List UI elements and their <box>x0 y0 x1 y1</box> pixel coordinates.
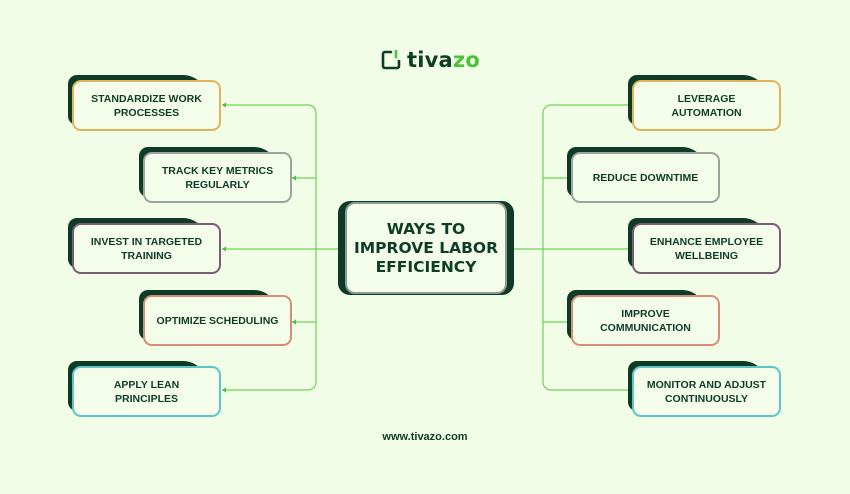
left-node-apply-lean: APPLY LEAN PRINCIPLES <box>68 361 221 417</box>
right-node-leverage-automation: LEVERAGE AUTOMATION <box>628 75 781 131</box>
footer-url: www.tivazo.com <box>382 431 468 443</box>
left-node-invest-training: INVEST IN TARGETED TRAINING <box>68 218 221 274</box>
right-node-reduce-downtime: REDUCE DOWNTIME <box>567 147 720 203</box>
left-node-optimize-scheduling: OPTIMIZE SCHEDULING <box>139 290 292 346</box>
right-node-monitor-adjust: MONITOR AND ADJUST CONTINUOUSLY <box>628 361 781 417</box>
tivazo-bracket-icon <box>381 50 401 70</box>
right-node-improve-communication: IMPROVE COMMUNICATION <box>567 290 720 346</box>
brand-logo: tivazo <box>381 48 480 72</box>
left-node-standardize: STANDARDIZE WORK PROCESSES <box>68 75 221 131</box>
brand-name: tivazo <box>407 48 480 72</box>
right-node-enhance-wellbeing: ENHANCE EMPLOYEE WELLBEING <box>628 218 781 274</box>
left-node-track-metrics: TRACK KEY METRICS REGULARLY <box>139 147 292 203</box>
